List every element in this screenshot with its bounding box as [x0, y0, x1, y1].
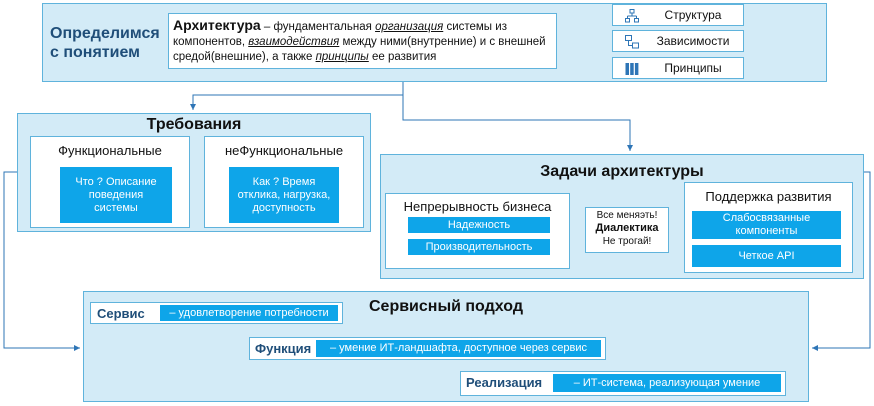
functional-description: Что ? Описание поведения системы [60, 167, 172, 223]
nav-item-principles-label: Принципы [664, 61, 722, 75]
requirements-title: Требования [146, 116, 242, 133]
functional-title: Функциональные [58, 143, 162, 158]
performance-item: Производительность [408, 239, 550, 255]
function-label: Функция [255, 341, 312, 356]
nav-item-structure-label: Структура [664, 8, 722, 22]
nav-item-structure[interactable]: Структура [612, 4, 744, 26]
nonfunctional-description: Как ? Время отклика, нагрузка, доступнос… [229, 167, 339, 223]
nonfunctional-title: неФункциональные [224, 143, 344, 158]
business-continuity-title: Непрерывность бизнеса [403, 199, 552, 214]
function-description: – умение ИТ-ландшафта, доступное через с… [316, 340, 601, 357]
dialectic-box [585, 207, 669, 253]
nav-item-dependencies[interactable]: Зависимости [612, 30, 744, 52]
nav-item-principles[interactable]: Принципы [612, 57, 744, 79]
architecture-term: Архитектура [173, 17, 261, 33]
clear-api-item: Четкое API [692, 245, 841, 267]
architecture-tasks-title: Задачи архитектуры [540, 163, 704, 180]
architecture-definition-box [168, 13, 557, 69]
service-description: – удовлетворение потребности [160, 305, 338, 321]
dialectic-line-3: Не трогай! [602, 236, 652, 247]
implementation-label: Реализация [466, 375, 543, 390]
structure-icon [625, 9, 639, 23]
nav-item-dependencies-label: Зависимости [656, 34, 730, 48]
service-label: Сервис [97, 306, 145, 321]
reliability-item: Надежность [408, 217, 550, 233]
dialectic-line-1: Все меняэть! [596, 210, 658, 221]
architecture-definition-text: Архитектура – фундаментальная организаци… [173, 17, 546, 64]
definition-heading: Определимся с понятием [50, 25, 160, 61]
dialectic-line-2: Диалектика [595, 222, 659, 234]
principles-icon [625, 63, 639, 75]
evolution-support-title: Поддержка развития [705, 189, 832, 204]
service-approach-title: Сервисный подход [368, 298, 523, 315]
dependencies-icon [625, 35, 639, 49]
implementation-description: – ИТ-система, реализующая умение [553, 374, 781, 392]
loose-coupling-item: Слабосвязанные компоненты [692, 211, 841, 239]
